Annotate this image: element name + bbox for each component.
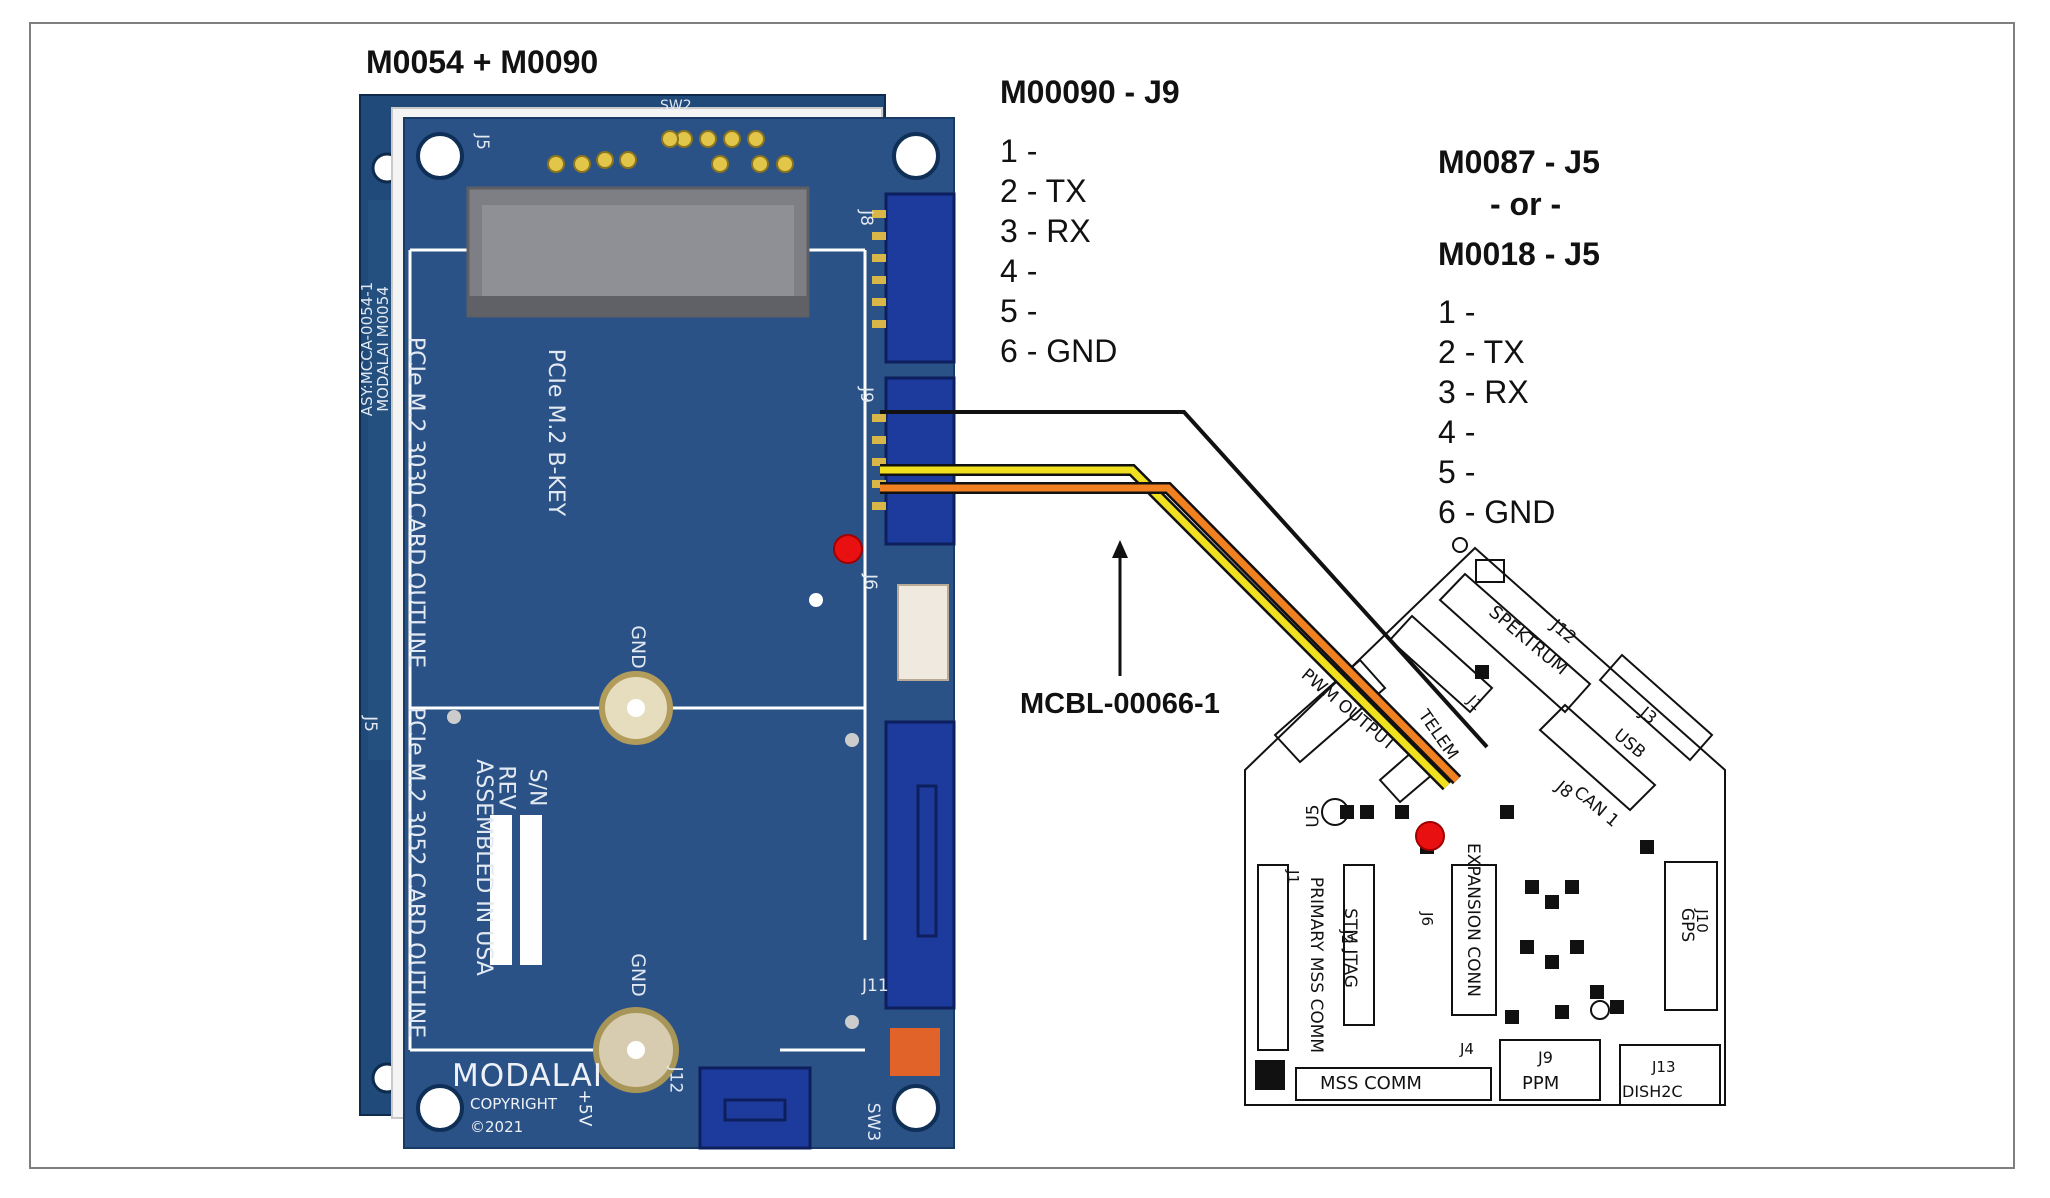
refdes-j12: J12 [665, 1066, 686, 1094]
right-pin-5: 5 - [1438, 454, 1476, 490]
right-pin-2: 2 - TX [1438, 334, 1525, 370]
refdes-sw3: SW3 [863, 1102, 884, 1142]
j4-label: J4 [1460, 1040, 1474, 1058]
m0090-front-board [403, 117, 956, 1150]
left-pin-6: 6 - GND [1000, 333, 1118, 369]
left-pin-5: 5 - [1000, 293, 1038, 329]
left-pin-list: 1 - 2 - TX 3 - RX 4 - 5 - 6 - GND [1000, 131, 1117, 371]
gnd-label-top: GND [626, 625, 649, 669]
j2-label: J2 [1337, 930, 1356, 944]
brand-logo-text: MODALAI [452, 1058, 604, 1094]
right-connector-or: - or - [1490, 186, 1562, 222]
power-label: +5V [574, 1089, 595, 1127]
rev-label: REV [493, 765, 519, 810]
refdes-j9: J9 [855, 387, 876, 403]
right-connector-title-1: M0087 - J5 [1438, 144, 1600, 180]
copyright-label: COPYRIGHT [470, 1095, 558, 1113]
m2-bkey-label: PCIe M.2 B-KEY [543, 348, 569, 517]
ppm-label: PPM [1522, 1073, 1560, 1094]
refdes-j6: J6 [859, 574, 880, 590]
left-pin-4: 4 - [1000, 253, 1038, 289]
gps-label: GPS [1677, 907, 1698, 943]
pin1-marker-right [1415, 821, 1445, 851]
right-pin-1: 1 - [1438, 294, 1476, 330]
expansion-conn-label: EXPANSION CONN [1462, 843, 1483, 997]
dish2c-label: DISH2C [1622, 1082, 1683, 1101]
card-outline-3052: PCIe M.2 3052 CARD OUTLINE [403, 706, 429, 1039]
cable-callout-arrow [1112, 540, 1128, 676]
j13-label: J13 [1652, 1058, 1676, 1076]
left-pin-3: 3 - RX [1000, 213, 1091, 249]
right-pin-6: 6 - GND [1438, 494, 1556, 530]
right-connector-title-2: M0018 - J5 [1438, 236, 1600, 272]
pin1-marker-left [833, 534, 863, 564]
refdes-j8: J8 [855, 210, 876, 226]
refdes-j5-top: J5 [471, 134, 492, 150]
primary-mss-comm-label: PRIMARY MSS COMM [1306, 876, 1327, 1054]
refdes-sw2: SW2 [660, 98, 692, 114]
card-outline-3030: PCIe M.2 3030 CARD OUTLINE [403, 336, 429, 669]
refdes-j11: J11 [862, 976, 889, 996]
stm-jtag-label: STM JTAG [1339, 908, 1360, 988]
right-pin-3: 3 - RX [1438, 374, 1529, 410]
j1-label: J1 [1283, 870, 1302, 884]
diagram-frame [29, 22, 2015, 1169]
stack-title: M0054 + M0090 [366, 44, 599, 80]
cable-mcbl-00066-1 [880, 410, 1489, 791]
u5-label: U5 [1303, 804, 1324, 828]
right-pin-4: 4 - [1438, 414, 1476, 450]
j6-right-label: J6 [1417, 912, 1436, 926]
back-silk-model: MODALAI M0054 [373, 286, 392, 412]
left-pin-1: 1 - [1000, 133, 1038, 169]
cable-label: MCBL-00066-1 [1020, 688, 1220, 720]
assembled-label: ASSEMBLED IN USA [470, 759, 496, 976]
copyright-year: ©2021 [470, 1118, 524, 1136]
sn-label: S/N [524, 768, 550, 807]
j9-right-label: J9 [1538, 1048, 1553, 1067]
right-pin-list: 1 - 2 - TX 3 - RX 4 - 5 - 6 - GND [1438, 292, 1555, 532]
gnd-label-bottom: GND [626, 953, 649, 997]
left-pin-2: 2 - TX [1000, 173, 1087, 209]
left-connector-title: M00090 - J9 [1000, 74, 1180, 110]
mss-comm-label: MSS COMM [1320, 1073, 1422, 1094]
refdes-j5-back: J5 [359, 716, 380, 732]
